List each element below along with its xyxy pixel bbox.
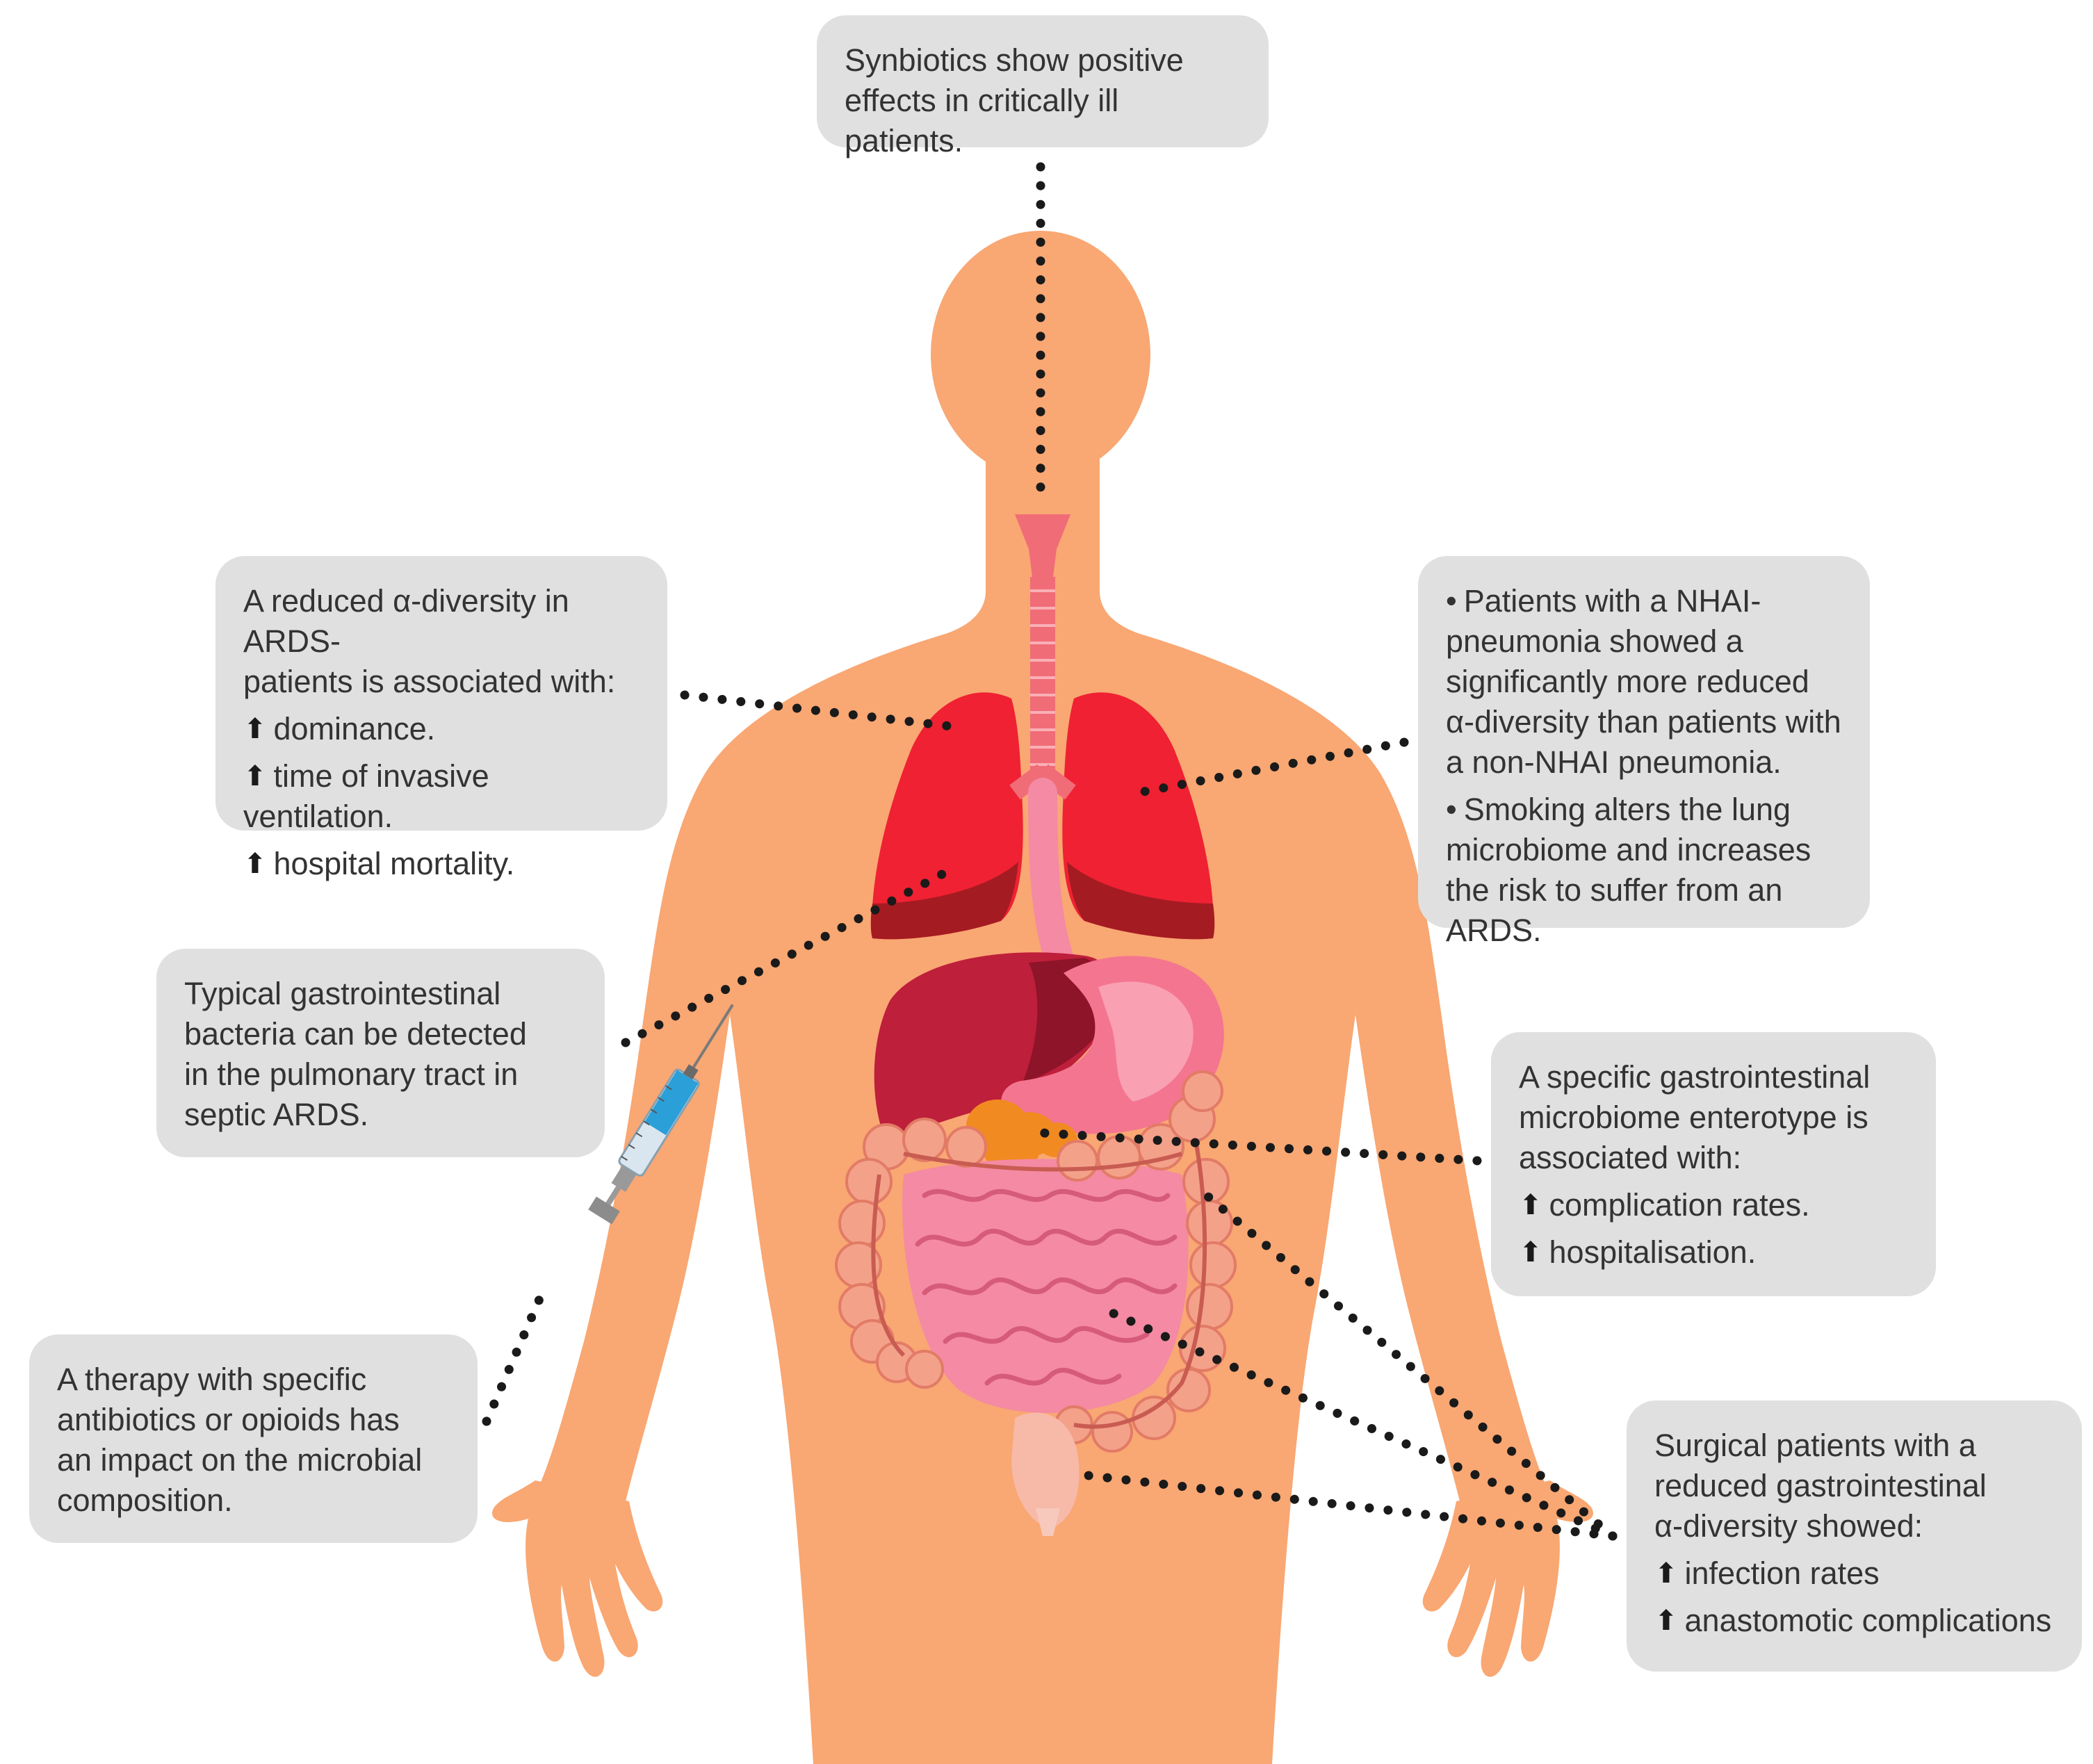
- right-hand: [1422, 1480, 1593, 1677]
- callout-text-line: microbiome and increases: [1446, 832, 1811, 867]
- intestine-folds: [915, 1189, 1178, 1386]
- callout-text-line: reduced gastrointestinal: [1654, 1468, 1987, 1503]
- left-hand: [492, 1480, 663, 1677]
- increase-item: ⬆anastomotic complications: [1654, 1601, 2054, 1641]
- callout-text-line: α-diversity showed:: [1654, 1508, 1923, 1544]
- callout-text-line: Surgical patients with a: [1654, 1428, 1976, 1463]
- connector-surgical-1: [1198, 1187, 1618, 1541]
- bronchi: [1009, 764, 1076, 800]
- lungs: [870, 692, 1215, 940]
- callout-ards-diversity: A reduced α-diversity in ARDS- patients …: [215, 556, 667, 881]
- callout-therapy: A therapy with specific antibiotics or o…: [29, 1334, 478, 1543]
- rectum: [1011, 1412, 1080, 1529]
- connector-ards: [680, 690, 956, 731]
- callout-text-line: composition.: [57, 1483, 233, 1518]
- small-intestine: [902, 1159, 1189, 1413]
- increase-item: ⬆hospital mortality.: [243, 844, 640, 884]
- left-lung-lobe: [870, 862, 1018, 940]
- callout-gi-bacteria: Typical gastrointestinal bacteria can be…: [156, 949, 605, 1157]
- callout-text-line: associated with:: [1519, 1140, 1742, 1175]
- callout-nhai-pneumonia: •Patients with a NHAI- pneumonia showed …: [1418, 556, 1870, 948]
- callout-text-line: antibiotics or opioids has: [57, 1402, 400, 1437]
- callout-synbiotics: Synbiotics show positive effects in crit…: [817, 15, 1269, 158]
- increase-item: ⬆hospitalisation.: [1519, 1232, 1908, 1273]
- increase-item-label: complication rates.: [1549, 1187, 1810, 1223]
- up-arrow-icon: ⬆: [1519, 1190, 1542, 1220]
- increase-item-label: time of invasive ventilation.: [243, 758, 489, 834]
- callout-text-line: an impact on the microbial: [57, 1442, 423, 1478]
- callout-text-line: •Patients with a NHAI-: [1446, 581, 1842, 621]
- up-arrow-icon: ⬆: [243, 849, 267, 879]
- callout-text-line: patients is associated with:: [243, 664, 616, 699]
- callout-text-line: bacteria can be detected: [184, 1016, 527, 1052]
- increase-item-label: anastomotic complications: [1684, 1603, 2052, 1638]
- up-arrow-icon: ⬆: [1654, 1558, 1678, 1589]
- callout-enterotype: A specific gastrointestinal microbiome e…: [1491, 1032, 1936, 1296]
- connector-surgical-3: [1066, 1469, 1618, 1541]
- callout-text-line: α-diversity than patients with: [1446, 704, 1841, 740]
- callout-text: Patients with a NHAI-: [1463, 583, 1761, 619]
- connector-enterotype: [1038, 1128, 1482, 1166]
- callout-text-line: •Smoking alters the lung: [1446, 790, 1842, 830]
- callout-text-line: pneumonia showed a: [1446, 623, 1743, 659]
- up-arrow-icon: ⬆: [243, 714, 267, 744]
- connectors: [482, 162, 1618, 1541]
- callout-text-line: A specific gastrointestinal: [1519, 1059, 1871, 1095]
- increase-item-label: dominance.: [273, 711, 436, 746]
- bullet-dot: •: [1446, 792, 1457, 827]
- connector-gi-bacteria: [621, 864, 957, 1047]
- increase-item: ⬆time of invasive ventilation.: [243, 756, 640, 837]
- windpipe: [1030, 577, 1055, 785]
- connector-surgical-2: [1093, 1302, 1618, 1541]
- up-arrow-icon: ⬆: [1654, 1606, 1678, 1636]
- right-lung-lobe: [1067, 862, 1215, 940]
- up-arrow-icon: ⬆: [243, 761, 267, 792]
- increase-item: ⬆dominance.: [243, 709, 640, 749]
- rectum-tip: [1036, 1508, 1060, 1536]
- smoking-paragraph: •Smoking alters the lung microbiome and …: [1446, 790, 1842, 951]
- nhai-paragraph: •Patients with a NHAI- pneumonia showed …: [1446, 581, 1842, 783]
- callout-text-line: septic ARDS.: [184, 1097, 369, 1132]
- increase-item: ⬆complication rates.: [1519, 1185, 1908, 1225]
- increase-item-label: infection rates: [1684, 1555, 1880, 1591]
- left-lung: [872, 692, 1023, 940]
- bullet-dot: •: [1446, 583, 1457, 619]
- increase-item: ⬆infection rates: [1654, 1553, 2054, 1594]
- callout-surgical: Surgical patients with a reduced gastroi…: [1627, 1400, 2082, 1672]
- callout-text-line: a non-NHAI pneumonia.: [1446, 744, 1782, 780]
- callout-text-line: Typical gastrointestinal: [184, 976, 501, 1011]
- callout-text-line: microbiome enterotype is: [1519, 1100, 1868, 1135]
- colon-line: [871, 1139, 1207, 1429]
- larynx: [1015, 514, 1070, 577]
- callout-text: Smoking alters the lung: [1463, 792, 1791, 827]
- syringe-icon: [588, 1004, 734, 1225]
- callout-text-line: significantly more reduced: [1446, 664, 1809, 699]
- callout-text-line: in the pulmonary tract in: [184, 1056, 519, 1092]
- connector-nhai: [1135, 737, 1409, 797]
- callout-text-line: Synbiotics show positive: [845, 42, 1184, 78]
- stomach-highlight: [1098, 981, 1194, 1102]
- increase-item-label: hospital mortality.: [273, 846, 515, 881]
- callout-text-line: the risk to suffer from an ARDS.: [1446, 872, 1783, 948]
- up-arrow-icon: ⬆: [1519, 1237, 1542, 1268]
- callout-text-line: A therapy with specific: [57, 1362, 367, 1397]
- connector-therapy: [482, 1288, 547, 1426]
- increase-item-label: hospitalisation.: [1549, 1234, 1757, 1270]
- right-lung: [1062, 692, 1214, 940]
- callout-text-line: A reduced α-diversity in ARDS-: [243, 583, 569, 659]
- callout-text-line: effects in critically ill patients.: [845, 83, 1119, 158]
